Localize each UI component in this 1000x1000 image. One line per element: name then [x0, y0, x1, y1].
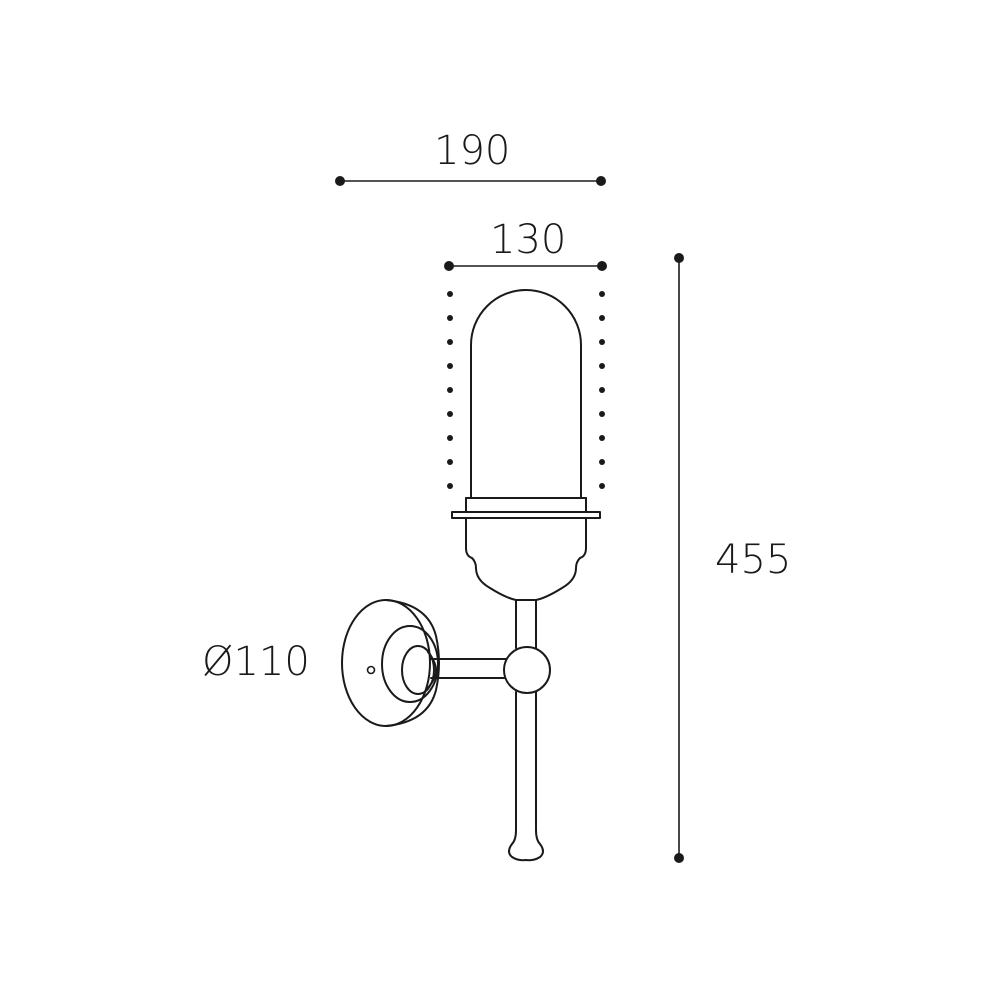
lamp-holder	[465, 517, 587, 601]
lamp-arm	[430, 658, 507, 679]
lamp-collar	[451, 497, 601, 519]
glass-width-label: 130	[490, 217, 567, 263]
overall-height-label: 455	[715, 537, 792, 583]
ball-joint	[503, 646, 551, 694]
glass-width-dimension	[444, 261, 607, 271]
lamp-stem	[515, 599, 537, 831]
dotted-extension-left	[447, 291, 453, 489]
dotted-extension-right	[599, 291, 605, 489]
glass-tube	[470, 289, 582, 499]
wall-backplate	[341, 599, 440, 727]
backplate-diameter-label: Ø110	[202, 639, 310, 685]
overall-width-dimension	[335, 176, 606, 186]
stem-finial	[508, 829, 544, 862]
overall-height-dimension	[674, 253, 684, 863]
overall-width-label: 190	[434, 128, 511, 174]
